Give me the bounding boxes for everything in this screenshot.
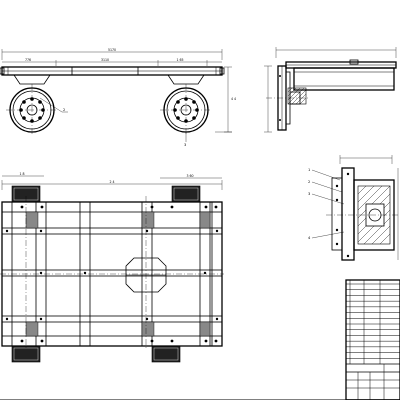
section-label-2: 2 — [308, 180, 310, 184]
dimension-plan-overall: 2 4 — [109, 180, 114, 184]
section-label-1: 1 — [308, 168, 310, 172]
left-wheel — [6, 84, 58, 136]
dimension-plan-upper: 3 60 — [186, 174, 193, 178]
plan-view: 2 4 3 60 1 8 — [0, 172, 224, 363]
section-detail-view: 1 2 3 4 — [308, 155, 399, 261]
dimension-segment-c: 1 65 — [176, 58, 183, 62]
dimension-wheel-base-left: 1 8 — [19, 172, 24, 176]
dimension-overall-length: 5170 — [108, 48, 116, 52]
dimension-side-height: 4 4 — [231, 97, 236, 101]
end-elevation-view — [264, 47, 397, 133]
section-label-3: 3 — [308, 192, 310, 196]
leader-label-side: 2 — [63, 108, 65, 112]
side-elevation-view: 5170 776 3110 1 65 — [0, 48, 236, 147]
dimension-segment-a: 776 — [25, 58, 31, 62]
dimension-segment-b: 3110 — [101, 58, 109, 62]
title-block — [345, 279, 400, 400]
section-label-4: 4 — [308, 236, 311, 240]
leader-label-bottom: 3 — [184, 143, 186, 147]
right-wheel — [160, 84, 212, 136]
